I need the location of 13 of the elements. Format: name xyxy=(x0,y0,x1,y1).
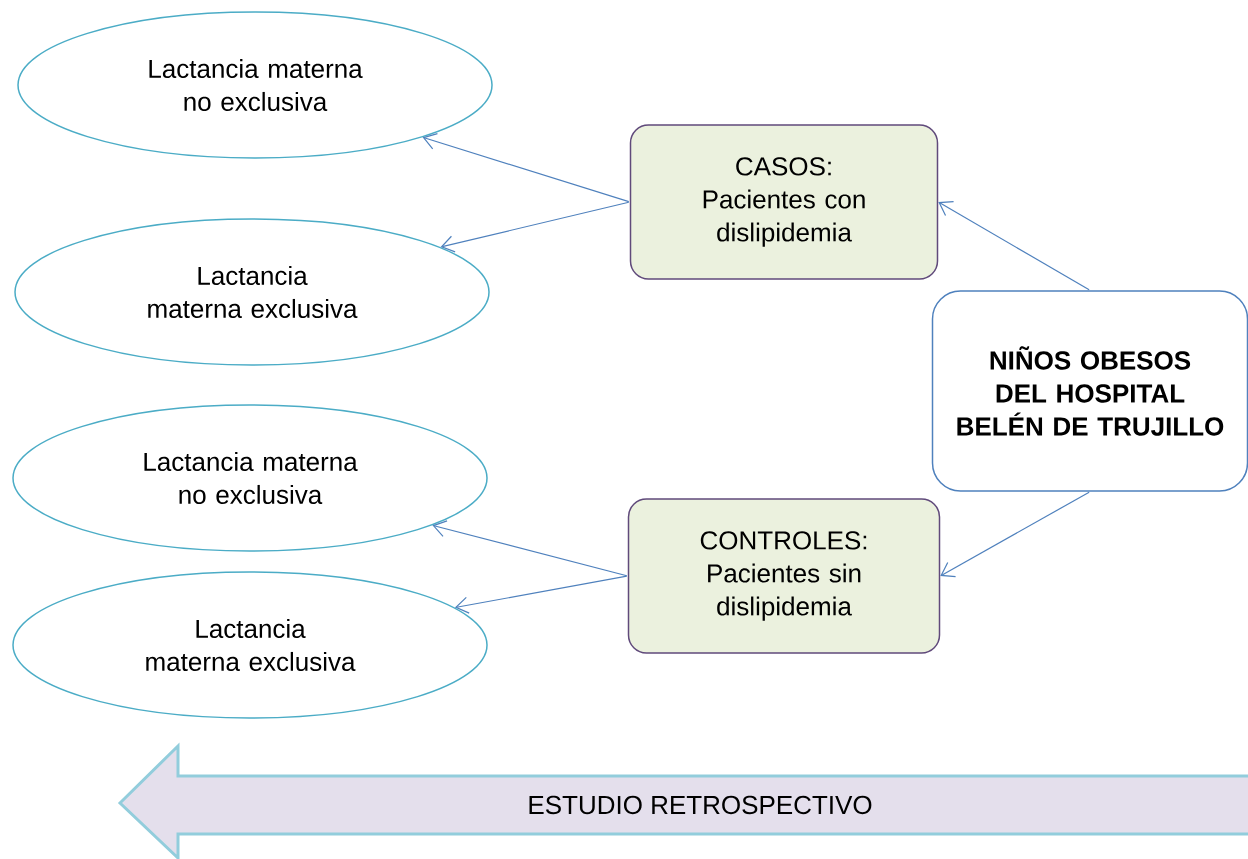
population-box: NIÑOS OBESOS DEL HOSPITAL BELÉN DE TRUJILLO xyxy=(931,290,1248,492)
arrow xyxy=(432,520,628,577)
arrow xyxy=(454,575,628,614)
ellipse-node: Lactancia materna exclusiva xyxy=(12,571,488,719)
arrow xyxy=(938,201,1090,291)
group-box: CONTROLES: Pacientes sin dislipidemia xyxy=(627,498,941,654)
arrow xyxy=(940,491,1090,578)
ellipse-node: Lactancia materna no exclusiva xyxy=(12,404,488,552)
arrow xyxy=(440,201,630,253)
arrow xyxy=(422,132,630,203)
group-box: CASOS: Pacientes con dislipidemia xyxy=(629,124,939,280)
ellipse-node: Lactancia materna no exclusiva xyxy=(17,11,493,159)
ellipse-node: Lactancia materna exclusiva xyxy=(14,218,490,366)
